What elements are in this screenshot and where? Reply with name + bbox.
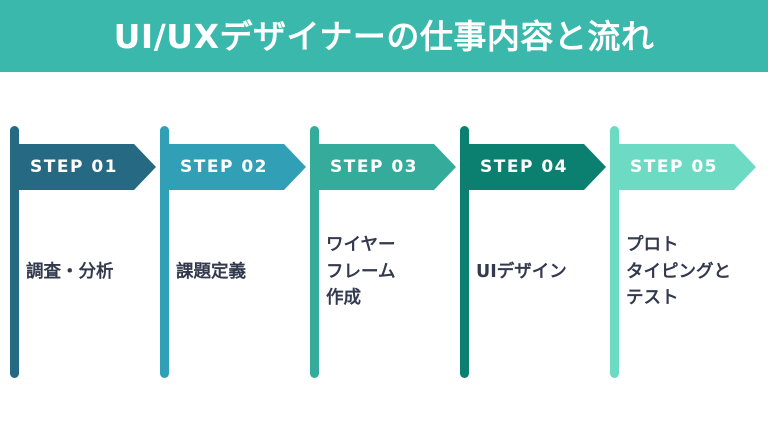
step-banner-body-1: STEP 01 (14, 144, 156, 190)
step-column-3[interactable]: STEP 03 ワイヤーフレーム作成 (300, 72, 456, 432)
step-arrow-tip-icon-5 (734, 144, 756, 190)
step-description-line: 調査・分析 (26, 261, 114, 282)
step-banner-2[interactable]: STEP 02 (164, 144, 306, 190)
step-description-3: ワイヤーフレーム作成 (326, 232, 456, 312)
step-banner-body-3: STEP 03 (314, 144, 456, 190)
step-description-line: フレーム (326, 261, 396, 282)
step-banner-body-4: STEP 04 (464, 144, 606, 190)
step-description-line: プロト (626, 235, 679, 256)
step-description-line: ワイヤー (326, 235, 396, 256)
step-rail-1 (10, 126, 19, 378)
step-banner-1[interactable]: STEP 01 (14, 144, 156, 190)
step-label-2: STEP 02 (180, 157, 268, 177)
step-description-line: タイピングと (626, 261, 731, 282)
step-label-5: STEP 05 (630, 157, 718, 177)
header-banner: UI/UXデザイナーの仕事内容と流れ (0, 0, 768, 72)
step-column-5[interactable]: STEP 05 プロトタイピングとテスト (600, 72, 756, 432)
step-banner-4[interactable]: STEP 04 (464, 144, 606, 190)
step-label-3: STEP 03 (330, 157, 418, 177)
step-rail-3 (310, 126, 319, 378)
step-column-2[interactable]: STEP 02 課題定義 (150, 72, 306, 432)
step-label-4: STEP 04 (480, 157, 568, 177)
step-description-5: プロトタイピングとテスト (626, 232, 756, 312)
page-title: UI/UXデザイナーの仕事内容と流れ (113, 16, 655, 56)
step-description-line: 課題定義 (176, 261, 246, 282)
step-rail-5 (610, 126, 619, 378)
step-description-1: 調査・分析 (26, 259, 156, 286)
step-description-line: UIデザイン (476, 261, 567, 282)
process-steps-container: STEP 01 調査・分析 STEP 02 課題定義 STEP 03 ワイヤーフレーム作成… (0, 72, 768, 432)
step-rail-4 (460, 126, 469, 378)
step-description-line: 作成 (326, 288, 361, 309)
step-description-4: UIデザイン (476, 259, 606, 286)
step-column-1[interactable]: STEP 01 調査・分析 (0, 72, 156, 432)
step-banner-5[interactable]: STEP 05 (614, 144, 756, 190)
step-banner-body-2: STEP 02 (164, 144, 306, 190)
step-banner-body-5: STEP 05 (614, 144, 756, 190)
step-label-1: STEP 01 (30, 157, 118, 177)
step-rail-2 (160, 126, 169, 378)
step-arrow-tip-icon-3 (434, 144, 456, 190)
step-column-4[interactable]: STEP 04 UIデザイン (450, 72, 606, 432)
step-banner-3[interactable]: STEP 03 (314, 144, 456, 190)
step-description-line: テスト (626, 288, 679, 309)
step-arrow-tip-icon-1 (134, 144, 156, 190)
step-description-2: 課題定義 (176, 259, 306, 286)
step-arrow-tip-icon-2 (284, 144, 306, 190)
step-arrow-tip-icon-4 (584, 144, 606, 190)
